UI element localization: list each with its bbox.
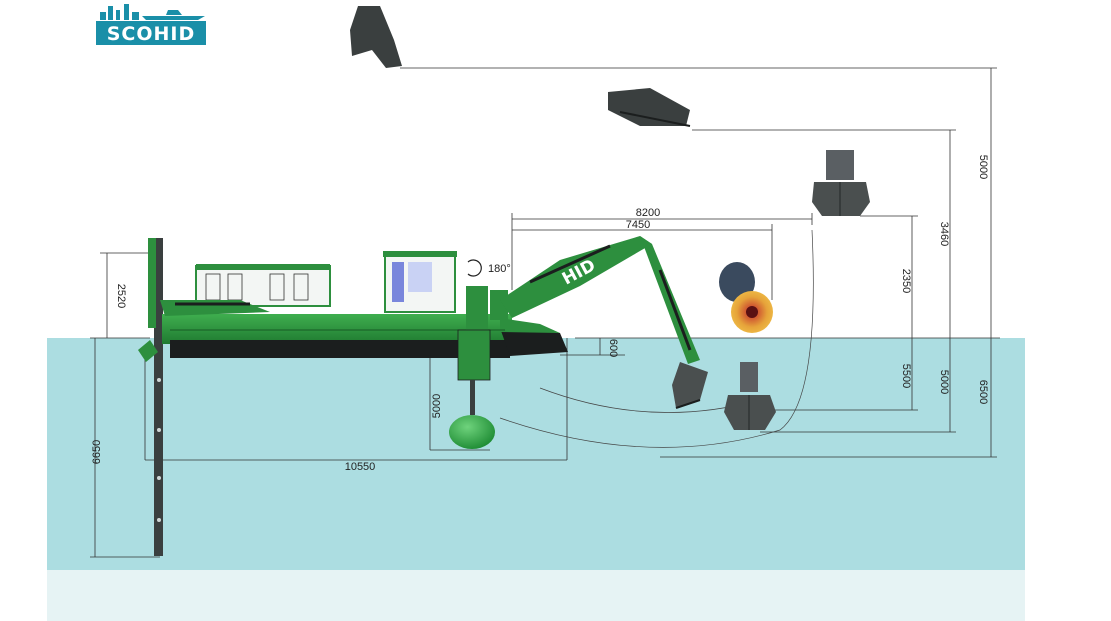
label-8200: 8200 bbox=[636, 207, 660, 219]
water bbox=[47, 338, 1025, 570]
label-6500: 6500 bbox=[977, 380, 989, 404]
excavator-boom: HID bbox=[490, 236, 700, 364]
rotation-symbol: 180° bbox=[467, 259, 511, 277]
cabin bbox=[195, 251, 457, 313]
spud-pole-left bbox=[138, 238, 163, 556]
label-6650: 6650 bbox=[91, 440, 103, 464]
cutter-head bbox=[719, 262, 773, 333]
clamshell-grab-top bbox=[812, 150, 870, 216]
label-7450: 7450 bbox=[626, 219, 650, 231]
label-3460: 3460 bbox=[938, 222, 950, 246]
label-2520: 2520 bbox=[115, 284, 127, 308]
wrist-grab-top bbox=[350, 6, 402, 68]
dimension-lines bbox=[90, 67, 1000, 558]
digging-bucket bbox=[672, 362, 708, 409]
water-bottom bbox=[47, 570, 1025, 621]
float-ball bbox=[449, 415, 495, 449]
label-10550: 10550 bbox=[345, 461, 376, 473]
label-5000-top: 5000 bbox=[977, 155, 989, 179]
clamshell-grab-underwater bbox=[724, 362, 776, 430]
pontoon-hull bbox=[162, 314, 568, 358]
label-5000-mid: 5000 bbox=[938, 370, 950, 394]
label-600: 600 bbox=[607, 339, 619, 357]
label-2350: 2350 bbox=[900, 269, 912, 293]
center-spud bbox=[449, 286, 495, 449]
scohid-logo: SCOHID bbox=[96, 4, 206, 45]
rake-attachment bbox=[608, 88, 691, 127]
rotation-label: 180° bbox=[488, 263, 511, 275]
label-5500: 5500 bbox=[900, 364, 912, 388]
label-5000-spud: 5000 bbox=[431, 394, 443, 418]
left-arm bbox=[160, 300, 270, 316]
logo-text: SCOHID bbox=[107, 23, 196, 45]
